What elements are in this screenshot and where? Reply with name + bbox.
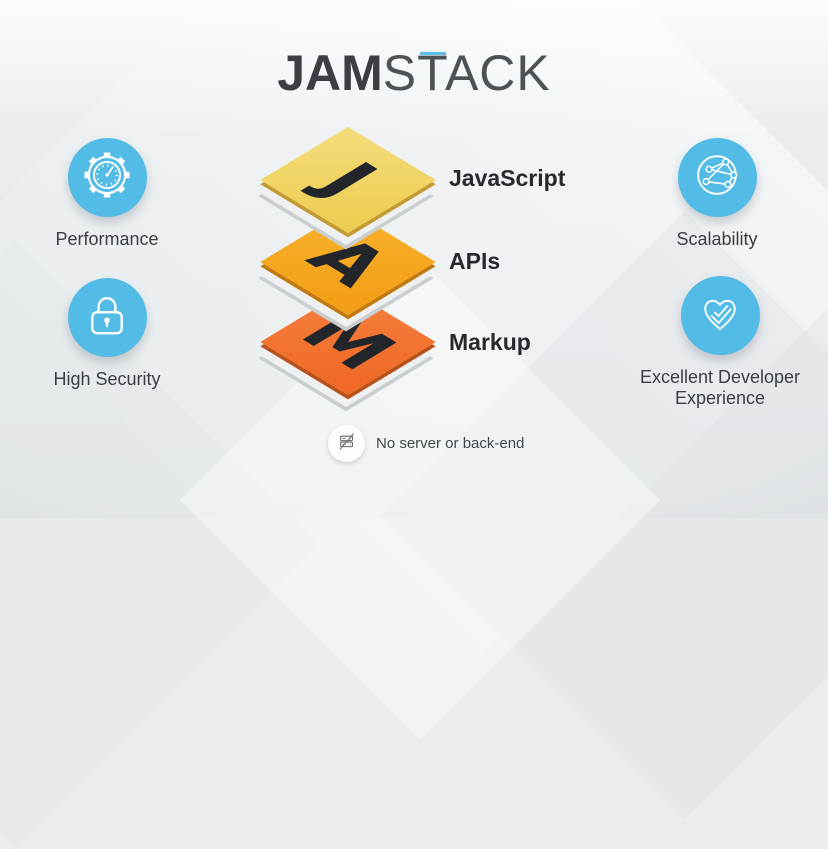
performance-icon-circle	[67, 138, 147, 217]
scalability-icon-circle	[677, 138, 757, 217]
stack-label-apis: APIs	[449, 248, 501, 274]
feature-developer-experience: Excellent Developer Experience	[625, 276, 815, 409]
security-icon-circle	[67, 278, 147, 357]
stack-label-markup: Markup	[449, 329, 531, 355]
devexp-icon-circle	[680, 276, 760, 355]
gauge-gear-icon	[78, 146, 136, 209]
no-server-icon	[334, 429, 359, 459]
feature-high-security-label: High Security	[53, 369, 161, 389]
network-globe-icon	[688, 146, 746, 209]
padlock-icon	[79, 287, 135, 348]
title-accent-dash	[420, 52, 446, 55]
feature-performance: Performance	[12, 138, 202, 250]
feature-scalability-label: Scalability	[676, 229, 758, 249]
tile-letter-j: J	[301, 151, 395, 209]
feature-performance-label: Performance	[55, 229, 159, 249]
jamstack-infographic: { "title": { "jam": "JAM", "stack": "STA…	[0, 0, 828, 717]
footnote: No server or back-end	[328, 425, 524, 462]
title-stack-text: STACK	[382, 45, 551, 101]
stack-label-javascript: JavaScript	[449, 165, 566, 191]
feature-developer-experience-label: Excellent Developer Experience	[639, 367, 801, 408]
no-server-icon-circle	[328, 425, 365, 462]
footnote-text: No server or back-end	[376, 435, 525, 452]
feature-high-security: High Security	[12, 278, 202, 390]
page-title: JAMSTACK	[0, 44, 828, 102]
title-jam-text: JAM	[277, 45, 383, 101]
heart-check-icon	[691, 284, 749, 347]
feature-scalability: Scalability	[622, 138, 812, 250]
